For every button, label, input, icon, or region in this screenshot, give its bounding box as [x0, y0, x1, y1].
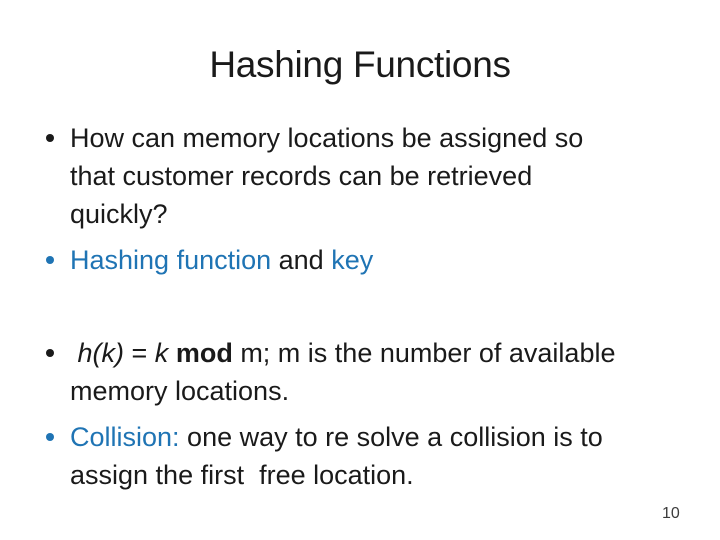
bullet-spacer — [46, 287, 696, 334]
bullet-text: h(k) = k mod m; m is the number of avail… — [70, 334, 615, 410]
bullet-text: Collision: one way to re solve a collisi… — [70, 418, 603, 494]
bullet-text: How can memory locations be assigned so … — [70, 119, 583, 233]
bullet-segment: and — [271, 245, 332, 275]
bullet-segment: How can memory locations be assigned so … — [70, 123, 584, 229]
bullet-segment — [70, 338, 78, 368]
bullet-segment: k — [154, 338, 169, 368]
bullet-dot — [46, 134, 54, 142]
bullet-segment: m; m is the number of available memory l… — [70, 338, 616, 406]
page-number: 10 — [662, 505, 680, 522]
bullet-segment: key — [331, 245, 374, 275]
bullet-dot — [46, 433, 54, 441]
bullet-segment: Hashing function — [70, 245, 272, 275]
bullet-dot — [46, 349, 54, 357]
bullet-segment: one way to re solve a collision is to as… — [70, 422, 603, 490]
bullet-text: Hashing function and key — [70, 241, 373, 279]
bullet-segment — [168, 338, 176, 368]
slide-title: Hashing Functions — [209, 44, 511, 85]
bullet-segment: Collision: — [70, 422, 180, 452]
bullet-item: How can memory locations be assigned so … — [46, 119, 696, 233]
bullet-segment: h(k) — [77, 338, 125, 368]
bullet-item: Collision: one way to re solve a collisi… — [46, 418, 696, 494]
bullet-dot — [46, 256, 54, 264]
bullet-segment: = — [124, 338, 155, 368]
bullet-list: How can memory locations be assigned so … — [46, 119, 696, 502]
bullet-item: h(k) = k mod m; m is the number of avail… — [46, 334, 696, 410]
bullet-segment: mod — [175, 338, 233, 368]
bullet-item: Hashing function and key — [46, 241, 696, 279]
